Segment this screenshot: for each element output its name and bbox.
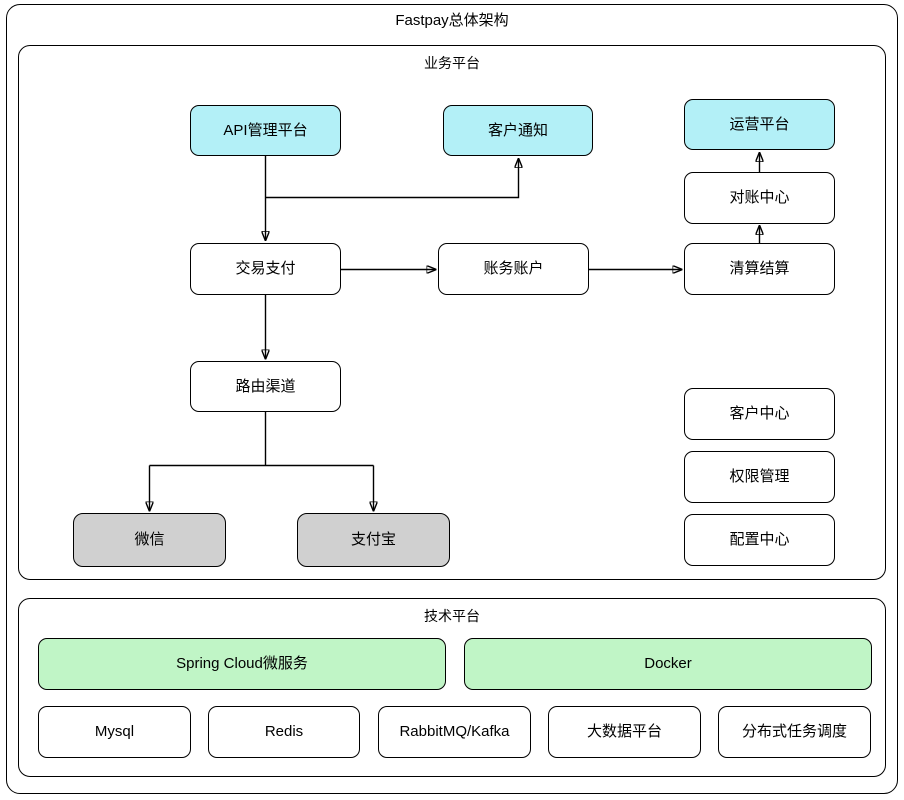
node-config-center: 配置中心 bbox=[684, 514, 835, 566]
group-business-platform: 业务平台 bbox=[18, 45, 886, 580]
diagram-outer-frame bbox=[6, 4, 898, 794]
node-accounting: 账务账户 bbox=[438, 243, 589, 295]
node-bigdata-platform: 大数据平台 bbox=[548, 706, 701, 758]
group-tech-platform: 技术平台 bbox=[18, 598, 886, 777]
node-alipay: 支付宝 bbox=[297, 513, 450, 567]
node-reconciliation-center: 对账中心 bbox=[684, 172, 835, 224]
group-business-label: 业务平台 bbox=[424, 55, 480, 71]
node-routing-channel: 路由渠道 bbox=[190, 361, 341, 412]
node-docker: Docker bbox=[464, 638, 872, 690]
diagram-title: Fastpay总体架构 bbox=[395, 12, 509, 29]
node-api-management-platform: API管理平台 bbox=[190, 105, 341, 156]
group-tech-label: 技术平台 bbox=[424, 608, 480, 624]
node-customer-notification: 客户通知 bbox=[443, 105, 593, 156]
node-rabbitmq-kafka: RabbitMQ/Kafka bbox=[378, 706, 531, 758]
node-spring-cloud: Spring Cloud微服务 bbox=[38, 638, 446, 690]
node-redis: Redis bbox=[208, 706, 360, 758]
node-trade-payment: 交易支付 bbox=[190, 243, 341, 295]
node-permission-management: 权限管理 bbox=[684, 451, 835, 503]
node-wechat: 微信 bbox=[73, 513, 226, 567]
node-mysql: Mysql bbox=[38, 706, 191, 758]
node-operations-platform: 运营平台 bbox=[684, 99, 835, 150]
node-customer-center: 客户中心 bbox=[684, 388, 835, 440]
node-distributed-scheduler: 分布式任务调度 bbox=[718, 706, 871, 758]
node-clearing-settlement: 清算结算 bbox=[684, 243, 835, 295]
